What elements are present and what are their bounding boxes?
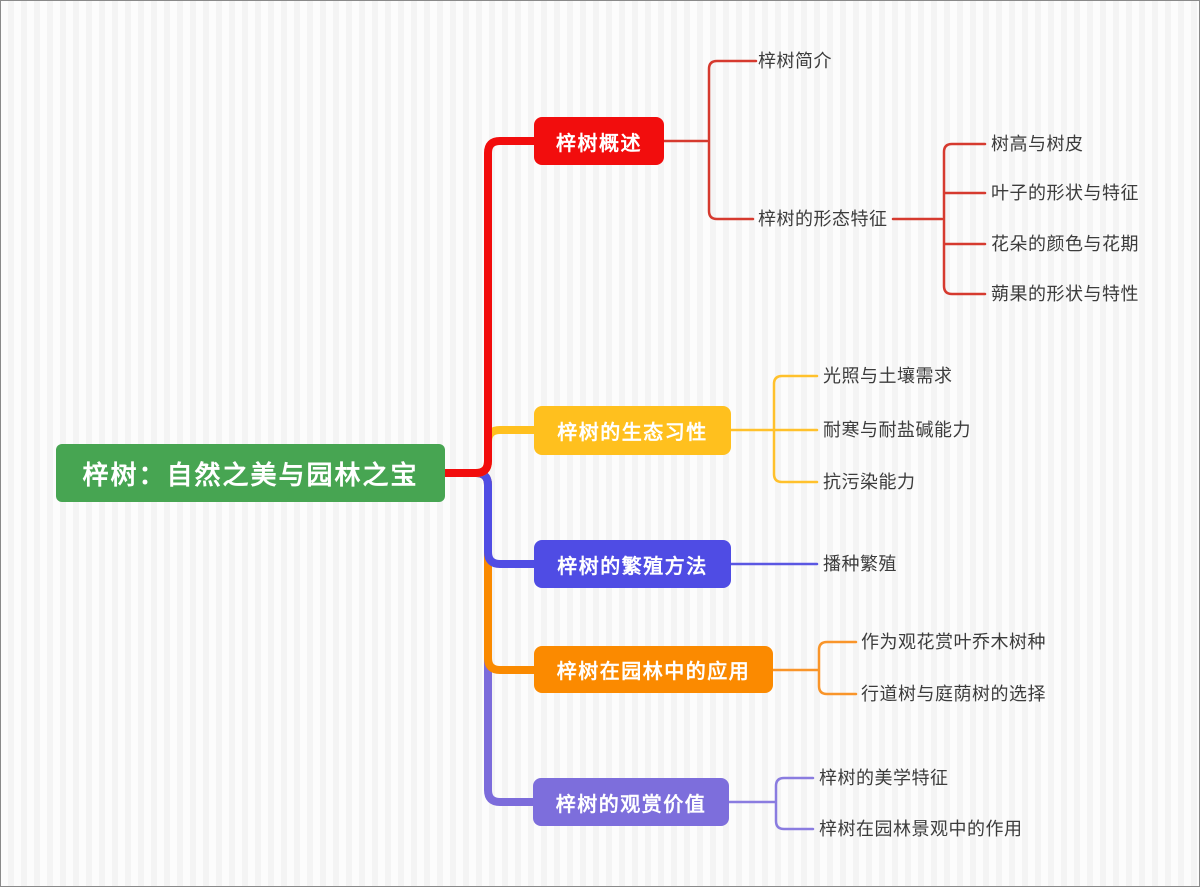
root-topic[interactable]: 梓树：自然之美与园林之宝 [56, 444, 445, 502]
topic-propagation[interactable]: 梓树的繁殖方法 [534, 540, 731, 588]
topic-overview[interactable]: 梓树概述 [534, 117, 664, 165]
trunk-application [441, 469, 538, 674]
subtopic-landscape-role[interactable]: 梓树在园林景观中的作用 [819, 819, 1023, 839]
topic-ornamental-value[interactable]: 梓树的观赏价值 [533, 778, 729, 826]
subtopic-height-bark[interactable]: 树高与树皮 [991, 134, 1084, 154]
topic-application[interactable]: 梓树在园林中的应用 [534, 646, 773, 693]
subtopic-aesthetics[interactable]: 梓树的美学特征 [819, 768, 949, 788]
subtopic-light-soil[interactable]: 光照与土壤需求 [823, 366, 953, 386]
subtopic-intro[interactable]: 梓树简介 [758, 51, 832, 71]
subtopic-morphology[interactable]: 梓树的形态特征 [758, 209, 888, 229]
trunk-ecology [441, 426, 538, 477]
line-overview-children [662, 59, 758, 221]
subtopic-street-shade-tree[interactable]: 行道树与庭荫树的选择 [861, 684, 1046, 704]
trunk-ornamental [441, 469, 537, 806]
line-ecology-children [729, 374, 819, 484]
line-form-grandchildren [891, 142, 987, 296]
subtopic-seeding[interactable]: 播种繁殖 [823, 554, 897, 574]
subtopic-cold-salt[interactable]: 耐寒与耐盐碱能力 [823, 420, 971, 440]
subtopic-flower-color[interactable]: 花朵的颜色与花期 [991, 234, 1139, 254]
subtopic-leaf-shape[interactable]: 叶子的形状与特征 [991, 183, 1139, 203]
subtopic-capsule[interactable]: 蒴果的形状与特性 [991, 284, 1139, 304]
line-ornamental-children [727, 776, 815, 831]
topic-ecology[interactable]: 梓树的生态习性 [534, 406, 731, 455]
line-application-children [771, 640, 858, 696]
subtopic-ornamental-tree[interactable]: 作为观花赏叶乔木树种 [861, 632, 1046, 652]
trunk-overview [441, 137, 538, 477]
trunk-propagation [441, 469, 538, 568]
subtopic-pollution[interactable]: 抗污染能力 [823, 472, 916, 492]
